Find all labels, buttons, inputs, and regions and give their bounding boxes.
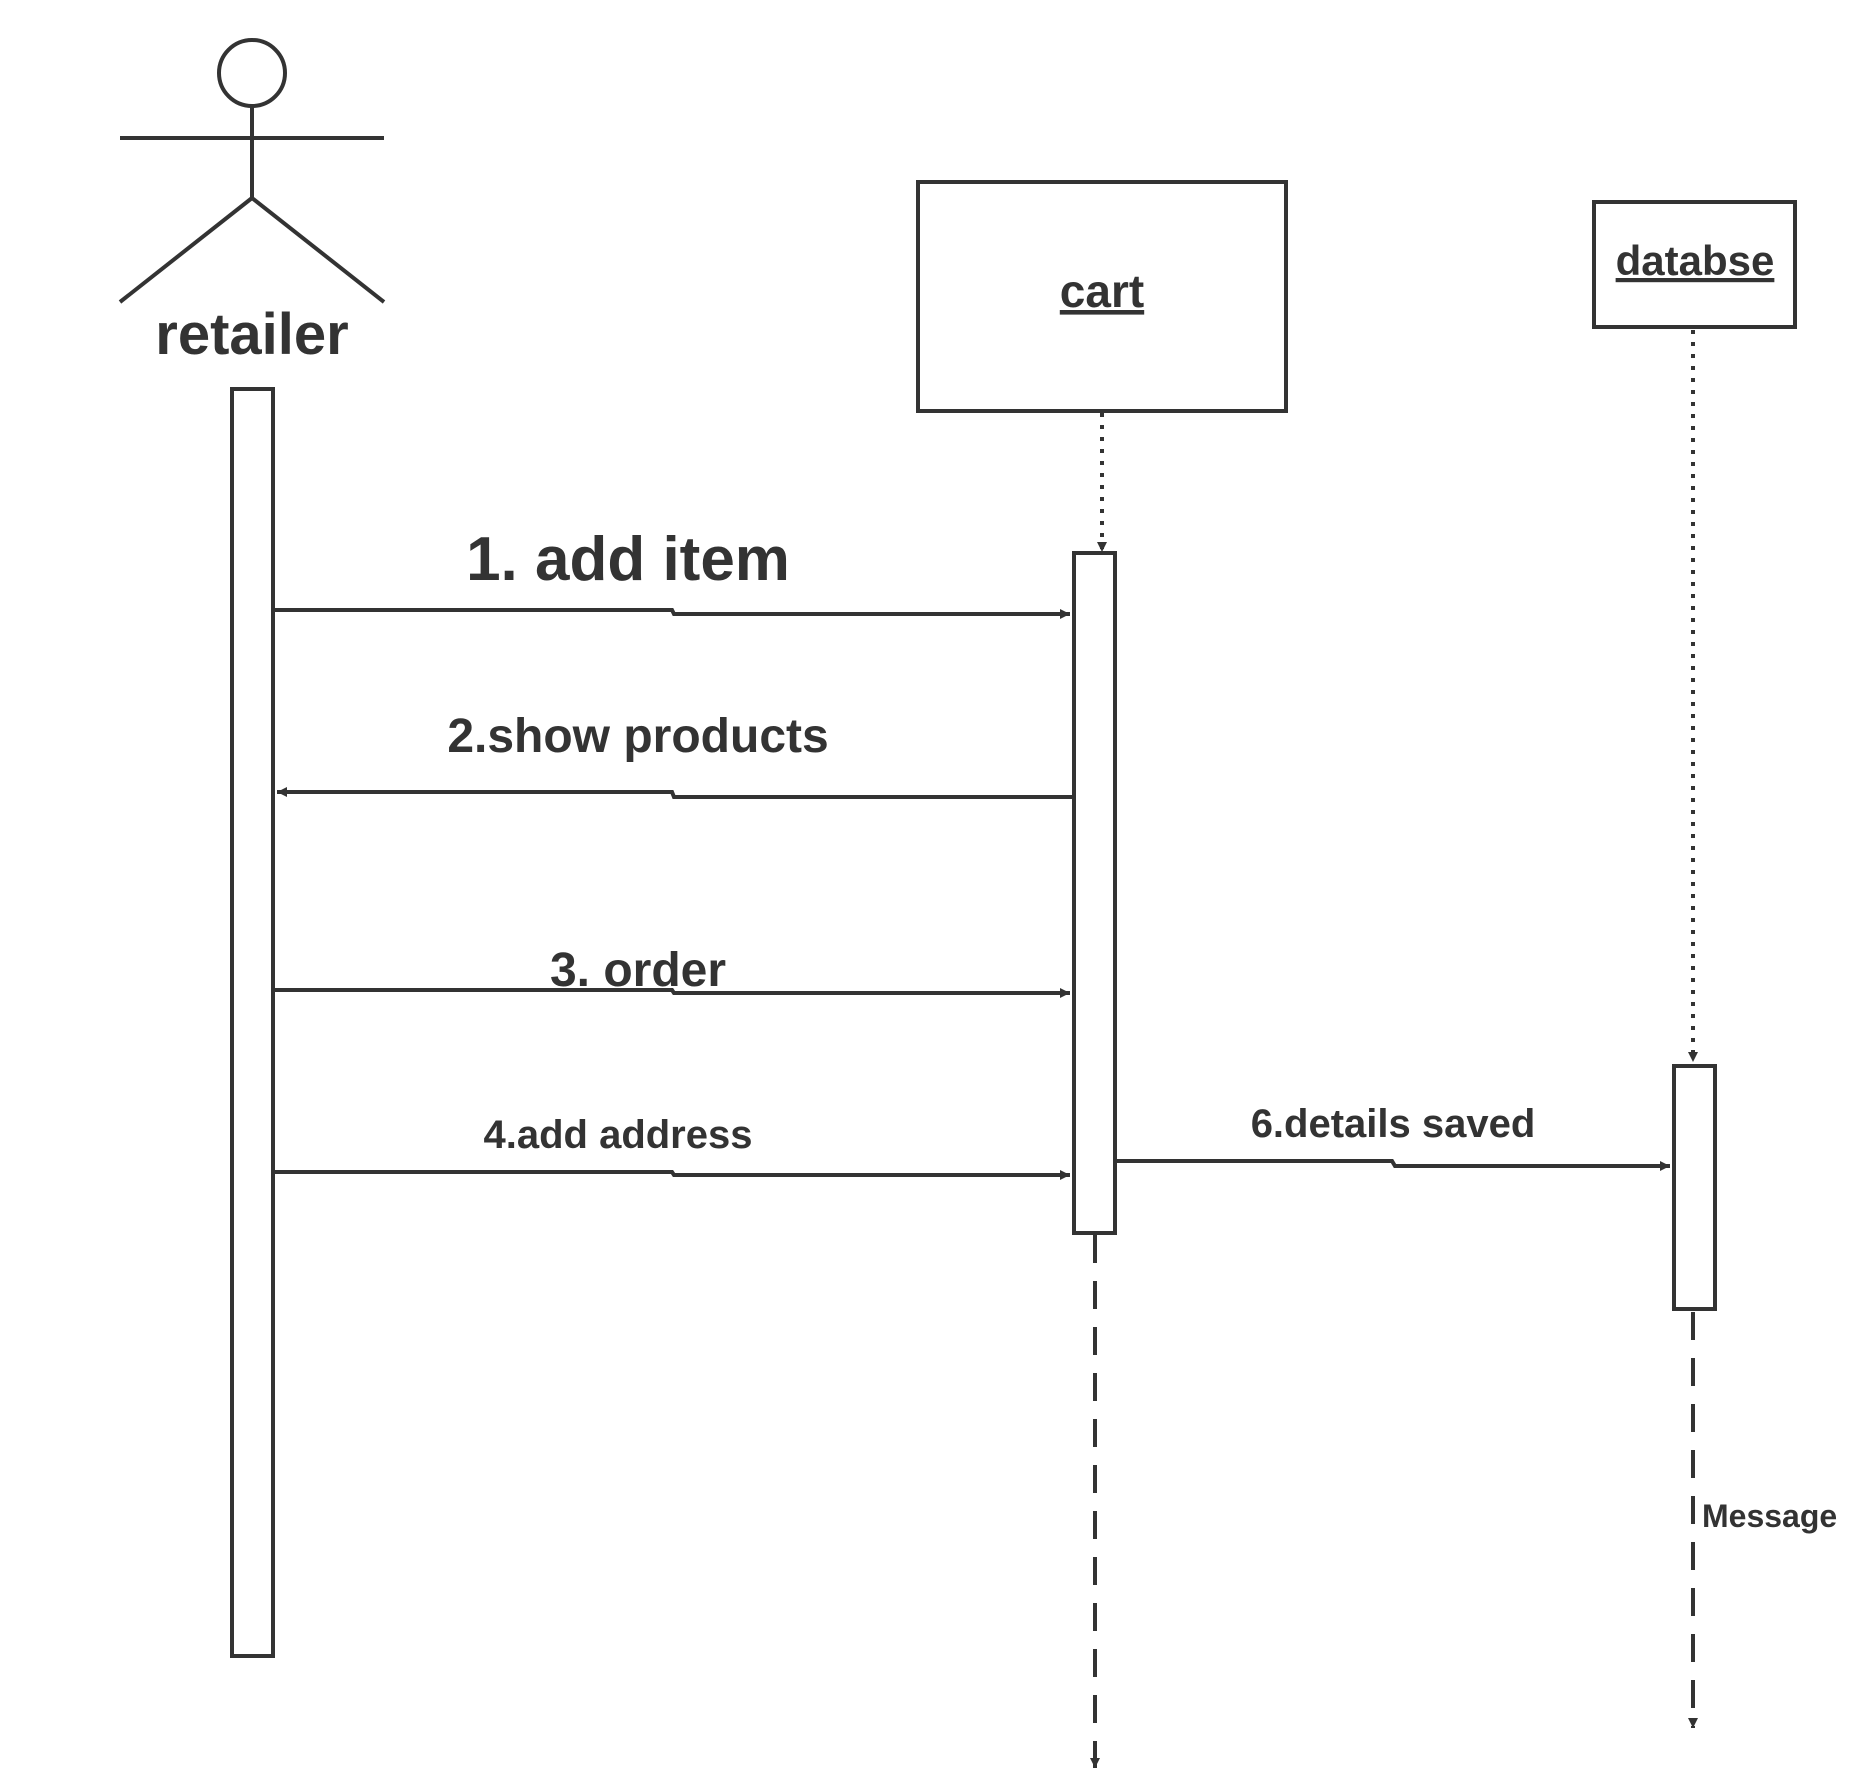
cart-activation-bar [1072, 551, 1117, 1235]
retailer-activation-bar [230, 387, 275, 1658]
database-label: databse [1616, 237, 1775, 284]
message-4-arrow [275, 1170, 1070, 1180]
message-1-label: 1. add item [466, 525, 790, 594]
message-6-label: 6.details saved [1251, 1102, 1536, 1146]
cart-label: cart [1060, 265, 1144, 317]
database-activation-bar [1672, 1064, 1717, 1311]
message-3-arrow [275, 988, 1070, 998]
retailer-actor [118, 38, 386, 304]
actor-left-leg [118, 196, 254, 304]
message-6-arrow [1117, 1159, 1670, 1171]
cart-box [916, 180, 1288, 413]
message-2-arrow [277, 787, 1074, 799]
message-2-label: 2.show products [447, 710, 828, 763]
message-4-label: 4.add address [483, 1113, 752, 1157]
actor-right-leg [250, 196, 386, 304]
message-1-arrow [275, 608, 1070, 619]
message-note-label: Message [1702, 1498, 1837, 1534]
retailer-label: retailer [155, 302, 348, 367]
database-box [1592, 200, 1797, 329]
actor-head [217, 38, 287, 108]
